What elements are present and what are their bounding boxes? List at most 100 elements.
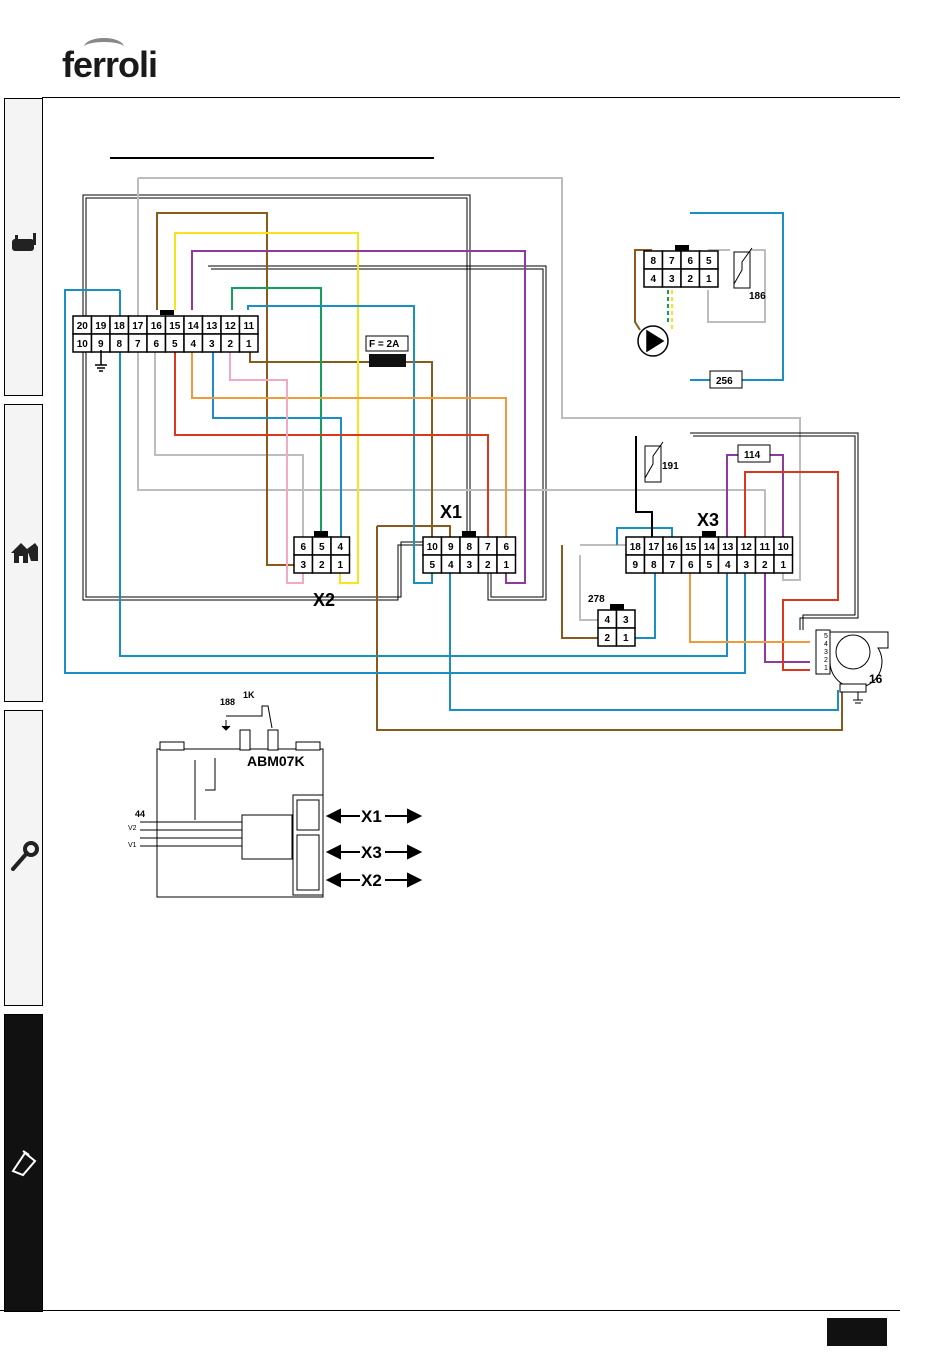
arrow-label-x1: X1	[361, 807, 382, 826]
fan-pin-label: 4	[824, 641, 828, 648]
x1-connector: 10 9 8 7 6 5 4 3 2 1	[423, 537, 516, 573]
sensor-191-label: 191	[662, 461, 679, 472]
x1-pin-bottom: 1	[503, 560, 509, 571]
c278-pin-bottom: 1	[623, 633, 629, 644]
fan-pin-label: 1	[824, 665, 828, 672]
module-name: ABM07K	[247, 753, 305, 769]
x3-pin-top: 16	[667, 542, 679, 553]
pump-pin-bottom: 2	[687, 274, 693, 285]
main-pin-bottom: 1	[246, 339, 252, 350]
x3-pin-top: 12	[741, 542, 753, 553]
sensor-186-label: 186	[749, 291, 766, 302]
main-pin-top: 13	[206, 321, 218, 332]
x3-pin-top: 10	[778, 542, 790, 553]
x1-pin-bottom: 3	[466, 560, 472, 571]
x1-label: X1	[440, 502, 462, 522]
x2-connector: 6 5 4 3 2 1	[294, 537, 350, 573]
module-label-188: 188	[220, 697, 235, 707]
main-pin-top: 17	[132, 321, 144, 332]
module-label-v1: V1	[128, 842, 137, 849]
x2-pin-bottom: 2	[319, 560, 325, 571]
main-pin-bottom: 10	[77, 339, 89, 350]
x3-label: X3	[697, 510, 719, 530]
x1-pin-top: 6	[503, 542, 509, 553]
x1-pin-bottom: 5	[429, 560, 435, 571]
main-pin-top: 20	[77, 321, 89, 332]
x2-pin-top: 6	[300, 542, 306, 553]
x2-label: X2	[313, 590, 335, 610]
c278-label: 278	[588, 594, 605, 605]
x3-pin-top: 15	[685, 542, 697, 553]
abm07k-module	[140, 706, 323, 897]
fuse: F = 2A	[366, 336, 408, 367]
x2-pin-top: 5	[319, 542, 325, 553]
pump-symbol	[638, 326, 668, 356]
pump-connector: 8 7 6 5 4 3 2 1	[644, 251, 718, 287]
main-pin-top: 18	[114, 321, 126, 332]
module-label-44: 44	[135, 809, 145, 819]
main-pin-bottom: 5	[172, 339, 178, 350]
x3-pin-top: 17	[648, 542, 660, 553]
box-114-label: 114	[744, 450, 761, 461]
sensor-191	[645, 442, 663, 482]
x1-pin-bottom: 4	[448, 560, 454, 571]
module-label-1k: 1K	[243, 690, 255, 700]
x2-pin-bottom: 1	[337, 560, 343, 571]
x3-pin-top: 13	[722, 542, 734, 553]
x3-pin-top: 18	[630, 542, 642, 553]
pump-pin-top: 7	[669, 256, 675, 267]
pump-pin-top: 5	[706, 256, 712, 267]
pump-pin-top: 8	[650, 256, 656, 267]
module-label-v2: V2	[128, 825, 137, 832]
main-pin-bottom: 4	[190, 339, 196, 350]
fan-16-label: 16	[869, 672, 883, 686]
main-pin-bottom: 7	[135, 339, 141, 350]
connector-278: 4 3 2 1	[598, 610, 635, 646]
x3-pin-bottom: 3	[743, 560, 749, 571]
fuse-label: F = 2A	[369, 339, 399, 350]
x3-pin-bottom: 8	[651, 560, 657, 571]
x2-pin-bottom: 3	[300, 560, 306, 571]
x3-pin-bottom: 4	[725, 560, 731, 571]
main-pin-bottom: 8	[116, 339, 122, 350]
sensor-186	[734, 248, 752, 288]
x3-pin-top: 14	[704, 542, 716, 553]
arrow-label-x2: X2	[361, 871, 382, 890]
x3-pin-bottom: 7	[669, 560, 675, 571]
x1-pin-top: 7	[485, 542, 491, 553]
arrow-label-x3: X3	[361, 843, 382, 862]
main-pin-top: 11	[243, 321, 254, 332]
x3-pin-bottom: 1	[780, 560, 786, 571]
c278-pin-top: 4	[604, 615, 610, 626]
x3-pin-top: 11	[759, 542, 770, 553]
fan-pin-label: 2	[824, 657, 828, 664]
pump-pin-bottom: 4	[650, 274, 656, 285]
x3-pin-bottom: 5	[706, 560, 712, 571]
fan-pin-label: 3	[824, 649, 828, 656]
box-256-label: 256	[716, 376, 733, 387]
x2-pin-top: 4	[337, 542, 343, 553]
main-pin-top: 16	[151, 321, 163, 332]
x1-pin-bottom: 2	[485, 560, 491, 571]
pump-pin-bottom: 1	[706, 274, 712, 285]
main-pin-top: 19	[95, 321, 107, 332]
pump-pin-top: 6	[687, 256, 693, 267]
fan-pin-label: 5	[824, 633, 828, 640]
main-pin-bottom: 6	[153, 339, 159, 350]
main-pin-bottom: 3	[209, 339, 215, 350]
c278-pin-top: 3	[623, 615, 629, 626]
x3-pin-bottom: 9	[632, 560, 638, 571]
c278-pin-bottom: 2	[604, 633, 610, 644]
main-pin-bottom: 9	[98, 339, 104, 350]
x1-pin-top: 10	[427, 542, 439, 553]
x1-pin-top: 9	[448, 542, 454, 553]
x1-pin-top: 8	[466, 542, 472, 553]
x3-pin-bottom: 6	[688, 560, 694, 571]
main-pin-top: 12	[225, 321, 237, 332]
pump-pin-bottom: 3	[669, 274, 675, 285]
main-pin-top: 14	[188, 321, 200, 332]
